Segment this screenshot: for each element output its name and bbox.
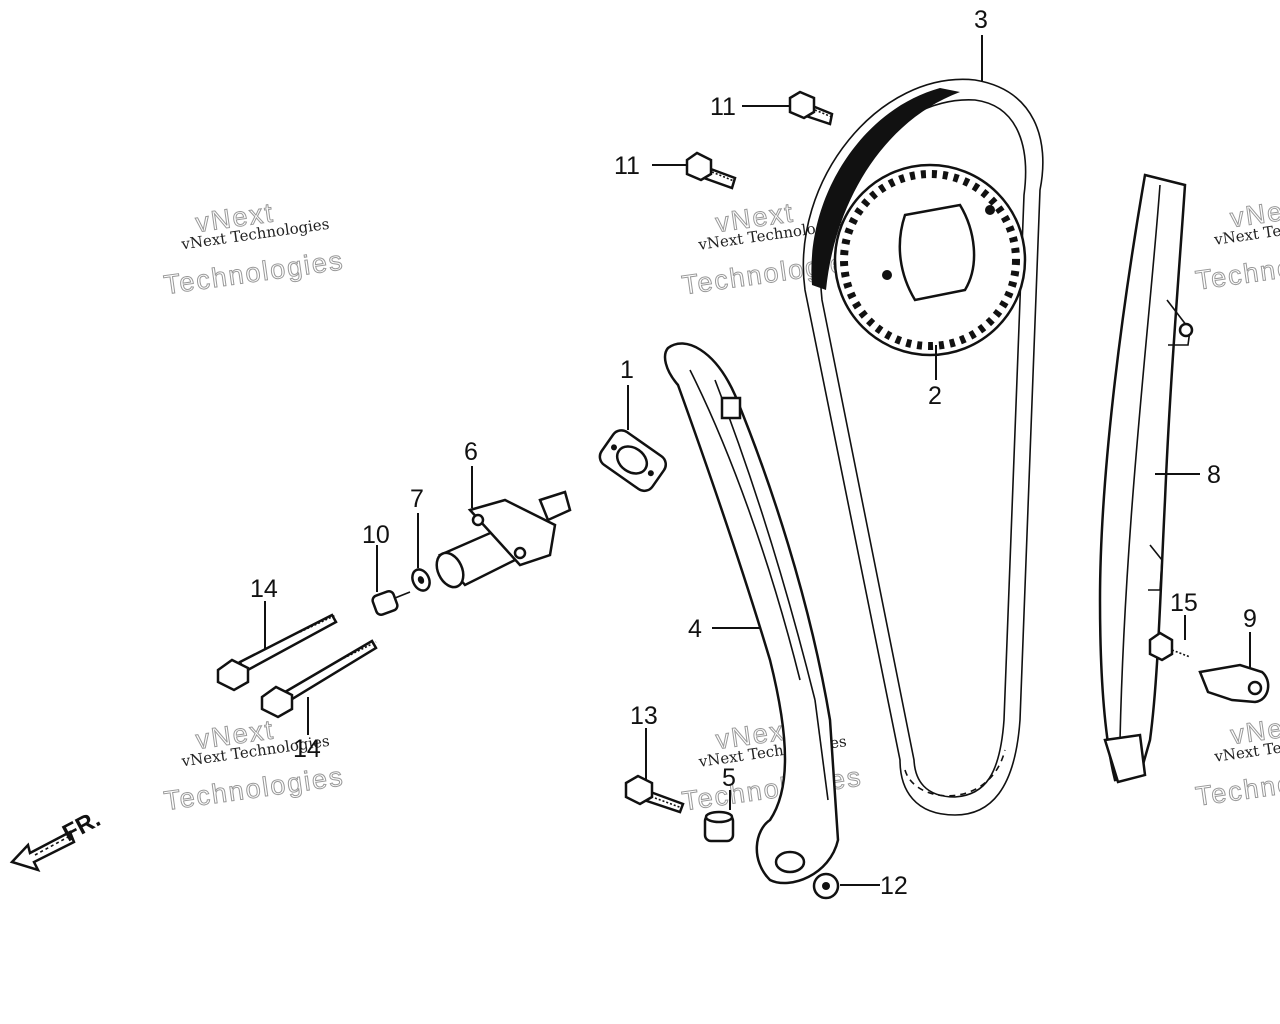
callout-3: 3 bbox=[974, 6, 988, 34]
watermark-bottom-right: vNext vNext Technologies Technologies bbox=[1193, 709, 1280, 812]
callout-12: 12 bbox=[880, 872, 908, 900]
callout-7: 7 bbox=[410, 485, 424, 513]
callout-11-upper: 11 bbox=[710, 93, 736, 121]
svg-text:Technologies: Technologies bbox=[1194, 241, 1280, 296]
callout-9: 9 bbox=[1243, 605, 1257, 633]
sprocket-bolt-lower bbox=[685, 151, 737, 190]
chain-guide bbox=[1098, 173, 1194, 784]
callout-2: 2 bbox=[928, 382, 942, 410]
callout-4: 4 bbox=[688, 615, 702, 643]
callout-5: 5 bbox=[722, 764, 736, 792]
watermark-top-left: vNext vNext Technologies Technologies bbox=[161, 197, 346, 301]
watermark-top-right: vNext vNext Technologies Technologies bbox=[1193, 192, 1280, 296]
tensioner-gasket bbox=[598, 429, 668, 493]
long-bolt-lower bbox=[260, 639, 378, 719]
callout-14-upper: 14 bbox=[250, 575, 278, 603]
guide-bolt bbox=[1148, 631, 1191, 662]
svg-text:Technologies: Technologies bbox=[162, 245, 346, 300]
callout-14-lower: 14 bbox=[293, 735, 321, 763]
tensioner-slipper bbox=[663, 342, 840, 885]
cam-chain bbox=[802, 78, 1044, 816]
sealing-washer bbox=[411, 568, 431, 592]
long-bolt-upper bbox=[216, 613, 338, 692]
callout-6: 6 bbox=[464, 438, 478, 466]
leader-lines bbox=[264, 35, 1251, 886]
callout-15: 15 bbox=[1170, 589, 1198, 617]
cam-sprocket bbox=[833, 163, 1027, 357]
guide-bracket bbox=[1198, 663, 1270, 704]
front-direction-marker: FR. bbox=[9, 805, 105, 873]
pivot-washer bbox=[812, 872, 840, 900]
pivot-collar bbox=[703, 810, 735, 843]
callout-8: 8 bbox=[1207, 461, 1221, 489]
callouts: 1 2 3 4 5 6 7 8 9 10 11 11 12 13 14 14 1… bbox=[250, 6, 1257, 900]
callout-13: 13 bbox=[630, 702, 658, 730]
sprocket-bolt-upper bbox=[788, 90, 834, 126]
callout-11-lower: 11 bbox=[614, 152, 640, 180]
tensioner-lifter bbox=[435, 490, 572, 589]
slipper-pivot-bolt bbox=[624, 774, 685, 814]
tensioner-cap-bolt bbox=[371, 589, 411, 617]
svg-text:Technologies: Technologies bbox=[1194, 757, 1280, 812]
callout-10: 10 bbox=[362, 521, 390, 549]
callout-1: 1 bbox=[620, 356, 634, 384]
